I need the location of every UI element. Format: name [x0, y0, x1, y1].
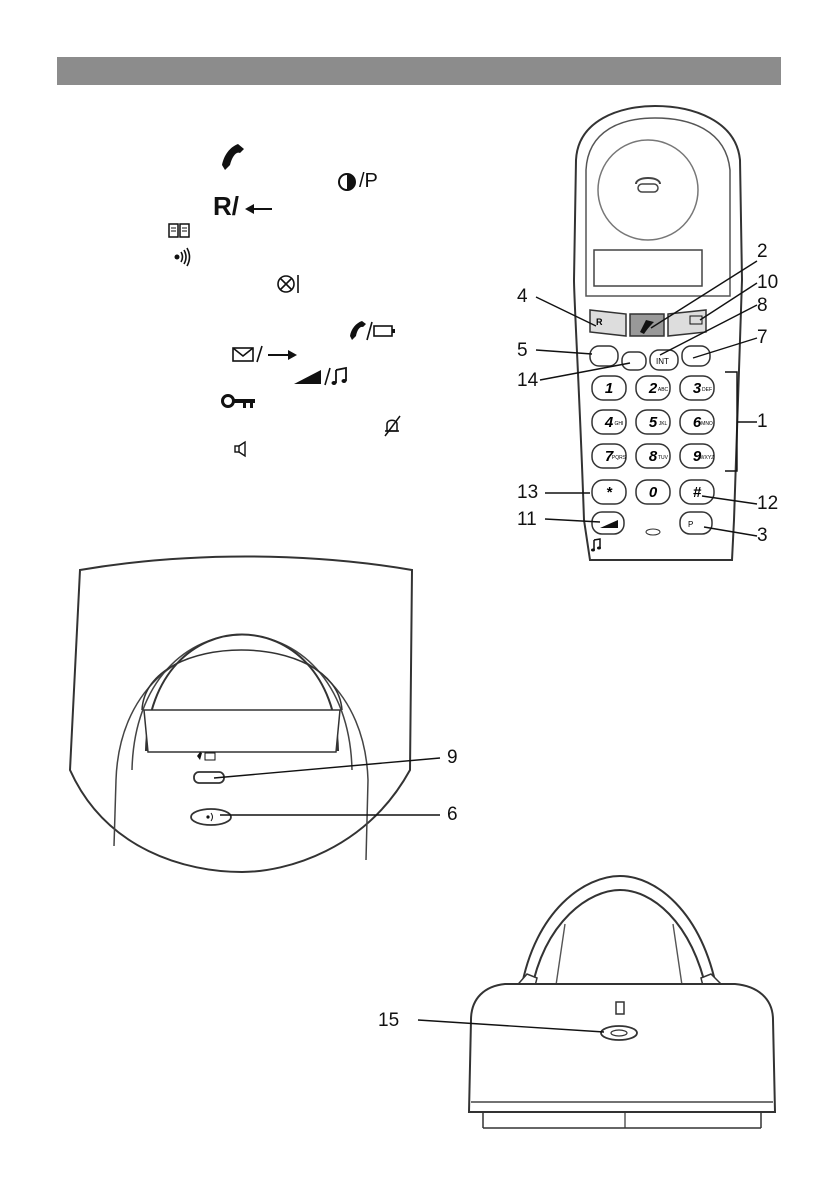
keypad-key: [679, 479, 715, 505]
callout-13: 13: [517, 482, 539, 503]
keypad-key-label: 6: [693, 414, 702, 431]
message-right-arrow-icon: [232, 345, 297, 363]
callout-7: 7: [757, 327, 768, 348]
charger-callout-line: [417, 1019, 605, 1033]
recall-left-arrow-icon: [245, 204, 272, 214]
keypad-key: [679, 443, 715, 469]
mute-icon: [277, 275, 299, 293]
keypad-key: [591, 409, 627, 435]
keypad-key-label: 3: [693, 380, 702, 397]
callout-12: 12: [757, 493, 779, 514]
header-band: [57, 57, 781, 85]
base-callout-lines: [213, 757, 441, 816]
keypad-key: [591, 443, 627, 469]
talk-battery-icon: [350, 321, 395, 341]
keypad-key: [591, 375, 627, 401]
keypad-key-letters: DEF: [702, 387, 712, 393]
keypad-key: [635, 479, 671, 505]
callout-6: 6: [447, 804, 458, 825]
callout-5: 5: [517, 340, 528, 361]
keypad-key-letters: PQRS: [612, 455, 627, 461]
keypad-key-label: 7: [605, 448, 614, 465]
keypad-key-label: 1: [605, 380, 613, 397]
callout-8: 8: [757, 295, 768, 316]
phonebook-icon: [168, 223, 190, 238]
callout-10: 10: [757, 272, 779, 293]
volume-ringer-icon: [294, 366, 347, 386]
p-key-label: P: [688, 520, 693, 529]
callout-3: 3: [757, 525, 768, 546]
keypad-key-letters: TUV: [658, 455, 669, 461]
keypad-key-label: #: [693, 484, 702, 501]
keypad-key-label: 5: [649, 414, 658, 431]
ringer-off-icon: [384, 415, 401, 437]
r-key-label: R: [596, 317, 603, 327]
keypad-key-label: *: [606, 484, 613, 501]
keypad-key: [635, 375, 671, 401]
power-pause-label: /P: [359, 170, 378, 192]
callout-15: 15: [378, 1010, 400, 1031]
key-lock-icon: [221, 394, 255, 408]
keypad-key-label: 2: [648, 380, 658, 397]
callout-1: 1: [757, 411, 768, 432]
keypad-key: [591, 479, 627, 505]
callout-4: 4: [517, 286, 528, 307]
keypad-key-letters: MNO: [701, 421, 713, 427]
callout-2: 2: [757, 241, 768, 262]
keypad-key-label: 8: [649, 448, 658, 465]
charger-illustration: [467, 874, 777, 1129]
keypad-key-letters: WXYZ: [700, 455, 714, 461]
keypad-key-letters: JKL: [659, 421, 668, 427]
keypad-key: [635, 443, 671, 469]
keypad-key-label: 0: [649, 484, 658, 501]
handset-callout-lines: [535, 260, 758, 537]
keypad-key-label: 9: [693, 448, 702, 465]
keypad-key: [635, 409, 671, 435]
paging-icon: [174, 247, 191, 267]
base-station-front: [68, 555, 414, 874]
int-key-label: INT: [656, 357, 669, 366]
keypad-key: [679, 375, 715, 401]
speaker-icon: [234, 440, 246, 458]
callout-14: 14: [517, 370, 539, 391]
keypad-key-letters: GHI: [615, 421, 624, 427]
callout-9: 9: [447, 747, 458, 768]
recall-label: R/: [213, 191, 239, 221]
keypad-key: [679, 409, 715, 435]
power-pause-icon: [338, 173, 356, 191]
keypad-key-letters: ABC: [658, 387, 669, 393]
keypad-key-label: 4: [604, 414, 614, 431]
callout-11: 11: [517, 509, 537, 530]
phone-handset-icon: [222, 144, 244, 170]
